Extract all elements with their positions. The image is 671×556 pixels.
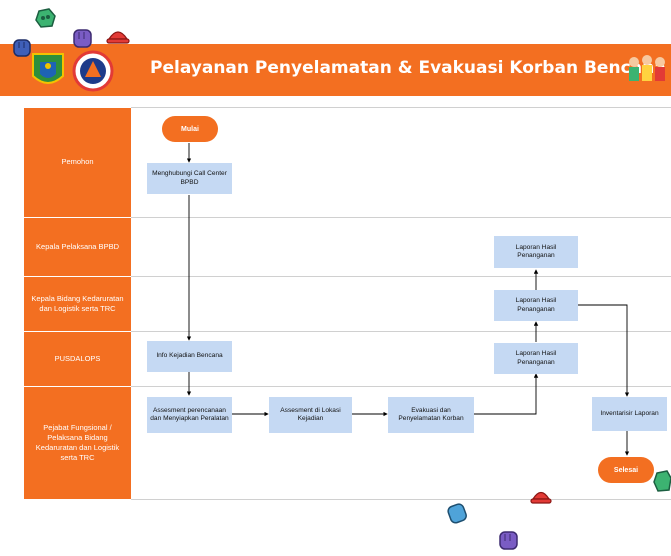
lane-label-pemohon: Pemohon bbox=[24, 108, 131, 217]
end-node: Selesai bbox=[598, 457, 654, 483]
lane-divider bbox=[131, 386, 671, 387]
node-laporan-kepala: Laporan Hasil Penanganan bbox=[494, 236, 578, 268]
node-laporan-kabid: Laporan Hasil Penanganan bbox=[494, 290, 578, 321]
node-evakuasi: Evakuasi dan Penyelamatan Korban bbox=[388, 397, 474, 433]
fist-icon bbox=[73, 29, 92, 48]
rescue-team-icon bbox=[629, 55, 665, 81]
edge-evakuasi-laporan bbox=[474, 373, 539, 415]
lane-label-kepala: Kepala Pelaksana BPBD bbox=[24, 218, 131, 276]
fist-icon bbox=[13, 39, 31, 57]
page-title: Pelayanan Penyelamatan & Evakuasi Korban… bbox=[150, 58, 666, 78]
lane-divider bbox=[131, 107, 671, 108]
node-assesment-perencanaan: Assesment perencanaan dan Menyiapkan Per… bbox=[147, 397, 232, 433]
hat-icon bbox=[106, 31, 130, 44]
start-node: Mulai bbox=[162, 116, 218, 142]
lane-divider bbox=[131, 276, 671, 277]
lane-label-kabid: Kepala Bidang Kedaruratan dan Logistik s… bbox=[24, 277, 131, 331]
edge-kabid-inventaris bbox=[578, 304, 630, 397]
logo-bpbd bbox=[72, 50, 114, 92]
node-info-kejadian: Info Kejadian Bencana bbox=[147, 341, 232, 372]
lane-divider bbox=[131, 499, 671, 500]
node-inventarisir: Inventarisir Laporan bbox=[592, 397, 667, 431]
lane-divider bbox=[131, 217, 671, 218]
stone-icon bbox=[35, 8, 56, 28]
node-assesment-lokasi: Assesment di Lokasi Kejadian bbox=[269, 397, 352, 433]
fist-icon bbox=[499, 531, 518, 550]
fist-icon bbox=[447, 503, 467, 524]
stone-icon bbox=[653, 470, 671, 492]
hat-icon bbox=[530, 491, 552, 504]
logo-emblem bbox=[32, 53, 64, 84]
lane-label-fungsional: Pejabat Fungsional / Pelaksana Bidang Ke… bbox=[24, 387, 131, 499]
node-call-center: Menghubungi Call Center BPBD bbox=[147, 163, 232, 194]
node-laporan-pusdalops: Laporan Hasil Penanganan bbox=[494, 343, 578, 374]
lane-divider bbox=[131, 331, 671, 332]
lane-label-pusdalops: PUSDALOPS bbox=[24, 332, 131, 386]
